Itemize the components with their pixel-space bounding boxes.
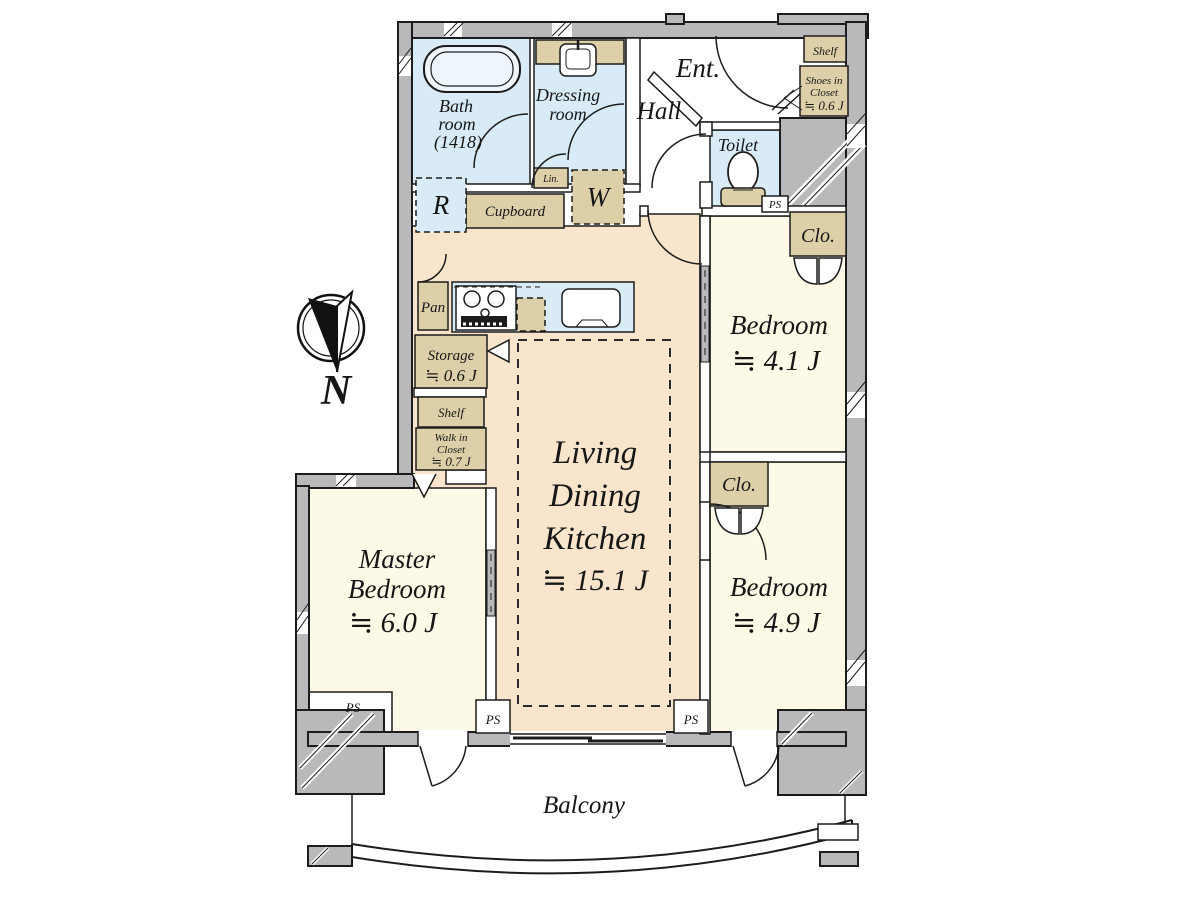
- closet-ne-box: [789, 211, 847, 257]
- wic-folding-door: [411, 473, 437, 499]
- washer-box: [571, 169, 625, 225]
- entrance-label: Ent.: [675, 53, 720, 83]
- ps-label-1: PS: [485, 712, 501, 727]
- balcony-window: [510, 733, 666, 745]
- room-labels: Bath room (1418) Dressing room Ent. Hall…: [345, 44, 845, 819]
- wall-joint-marks: [296, 21, 866, 686]
- wic-size: ≒ 0.7 J: [431, 454, 472, 469]
- kitchen-sink-icon: [561, 288, 621, 328]
- ps-label-2: PS: [683, 712, 699, 727]
- ps-shafts: [475, 195, 789, 734]
- storage-units: [414, 35, 849, 507]
- shoes-shelf-box: [803, 35, 847, 63]
- walk-in-closet-box: [415, 427, 487, 471]
- washer-label: W: [587, 182, 612, 212]
- bath-label-3: (1418): [434, 132, 482, 153]
- bedroom-se-label: Bedroom: [730, 572, 828, 602]
- storage-size: ≒ 0.6 J: [425, 366, 478, 385]
- ldk-size: ≒ 15.1 J: [542, 564, 650, 597]
- ldk-label-3: Kitchen: [543, 521, 647, 557]
- toilet-base-icon: [720, 187, 766, 207]
- shoes-closet-label-2: Closet: [810, 87, 839, 99]
- shoes-closet-box: [799, 65, 849, 117]
- bath-label-1: Bath: [439, 96, 473, 116]
- bedroom-se-floor: [709, 461, 847, 733]
- dressing-label-2: room: [549, 104, 586, 124]
- under-counter-box: [516, 297, 546, 332]
- dressing-label-1: Dressing: [535, 85, 600, 105]
- kitchen-counter: [451, 281, 635, 333]
- pantry-box: [417, 281, 449, 331]
- ps-label-toilet: PS: [768, 199, 782, 211]
- compass-north-label: N: [320, 368, 353, 414]
- closet-se-box: [709, 461, 769, 507]
- closet-ne-label: Clo.: [801, 225, 835, 247]
- bottom-openings: [417, 730, 778, 748]
- toilet-bowl-icon: [727, 151, 759, 193]
- linen-label: Lin.: [542, 174, 559, 185]
- refrigerator-box: [415, 177, 467, 233]
- bathtub-icon: [423, 45, 521, 93]
- hall-label: Hall: [636, 98, 682, 125]
- door-swings: [411, 35, 843, 787]
- balcony: [307, 794, 859, 875]
- shoes-closet-label-1: Shoes in: [806, 75, 843, 87]
- master-bedroom-label-2: Bedroom: [348, 574, 446, 604]
- north-compass: N: [296, 289, 366, 414]
- closet-se-label: Clo.: [722, 474, 756, 496]
- wic-label-1: Walk in: [435, 432, 468, 444]
- wic-shelf-label: Shelf: [438, 405, 466, 420]
- ps-label-master: PS: [345, 700, 361, 715]
- wic-label-2: Closet: [437, 444, 466, 456]
- storage-box: [414, 334, 488, 389]
- bedroom-ne-size: ≒ 4.1 J: [732, 345, 821, 377]
- refrigerator-label: R: [432, 190, 450, 220]
- shoes-shelf-label: Shelf: [813, 44, 839, 58]
- pantry-label: Pan: [420, 300, 445, 316]
- storage-door-mark: [486, 338, 510, 364]
- partition-walls: [411, 37, 847, 735]
- bedroom-se-size: ≒ 4.9 J: [732, 607, 821, 639]
- storage-label: Storage: [428, 348, 475, 364]
- master-bedroom-label-1: Master: [358, 544, 436, 574]
- toilet-label: Toilet: [718, 135, 759, 155]
- ldk-label-1: Living: [552, 435, 637, 471]
- entrance-angled-wall: [647, 70, 703, 128]
- cupboard-box: [465, 193, 565, 229]
- cupboard-label: Cupboard: [485, 204, 546, 220]
- ldk-dashed-area: [517, 339, 671, 707]
- shoes-closet-size: ≒ 0.6 J: [804, 98, 845, 113]
- master-bedroom-size: ≒ 6.0 J: [349, 607, 438, 639]
- bath-label-2: room: [438, 114, 475, 134]
- compass-needle-light: [336, 289, 354, 373]
- compass-needle-dark: [308, 298, 337, 372]
- bedroom-ne-label: Bedroom: [730, 310, 828, 340]
- bath-fixtures: [423, 40, 766, 207]
- balcony-label: Balcony: [543, 792, 626, 819]
- wic-shelf-box: [417, 396, 485, 428]
- ldk-label-2: Dining: [548, 478, 641, 514]
